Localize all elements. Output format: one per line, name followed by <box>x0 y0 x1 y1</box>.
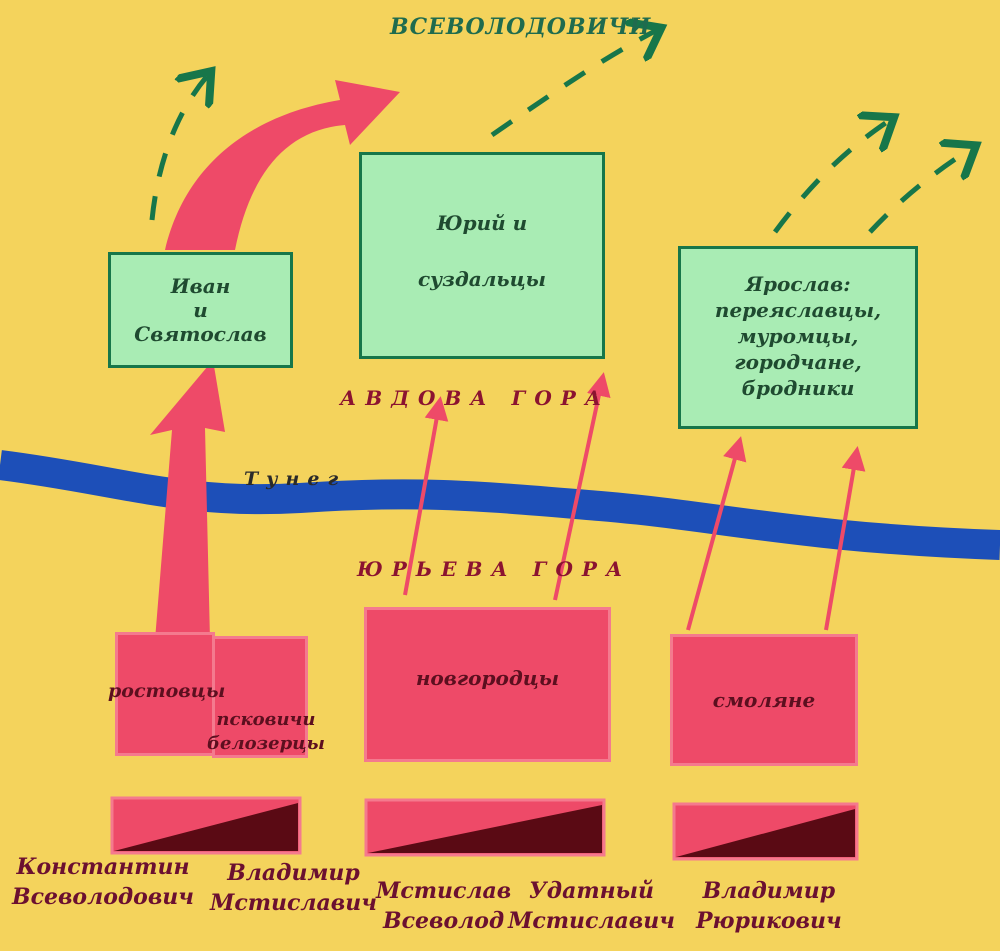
label-smolyane: смоляне <box>712 688 816 712</box>
map-title: ВСЕВОЛОДОВИЧИ <box>390 14 652 40</box>
commander-mstislav-line-2: Всеволод <box>383 908 505 934</box>
label-avdova-gora: АВДОВА ГОРА <box>340 386 611 410</box>
commander-vladimir-m-line-2: Мстиславич <box>210 890 377 916</box>
commander-vladimir-r-line-1: Владимир <box>702 878 836 904</box>
box-yuri-line-1: Юрий и <box>436 211 528 235</box>
retreat-arrow-ivan <box>149 75 208 221</box>
commander-vladimir-m-line-1: Владимир <box>227 860 360 886</box>
box-yuri-line-2: суздальцы <box>417 267 547 291</box>
box-novgorodtsy: новгородцы <box>364 607 611 762</box>
retreat-arrow-yuri <box>490 30 657 138</box>
commander-udatny-mstislavich: Удатный Мстиславич <box>508 876 675 936</box>
big-curved-arrow <box>165 80 400 250</box>
label-pskovichi-belozertsy: псковичи белозерцы <box>207 708 325 756</box>
box-yaroslav-line-3: муромцы, <box>737 324 859 348</box>
river-label: Тунег <box>244 468 347 490</box>
label-yurieva-gora: ЮРЬЕВА ГОРА <box>357 557 632 581</box>
box-yaroslav-line-4: городчане, <box>734 350 862 374</box>
thin-arrow-smolyane-left <box>686 436 747 631</box>
box-ivan-line-3: Святослав <box>134 322 267 346</box>
box-yaroslav-line-5: бродники <box>741 376 855 400</box>
box-yaroslav-line-1: Ярослав: <box>745 272 851 296</box>
commander-udatny-line-1: Удатный <box>528 878 655 904</box>
box-yaroslav: Ярослав: переяславцы, муромцы, городчане… <box>678 246 918 429</box>
box-smolyane: смоляне <box>670 634 858 766</box>
thin-arrow-novgorod-left <box>403 396 449 596</box>
thin-arrow-novgorod-right <box>553 372 611 601</box>
banner-center <box>364 798 606 857</box>
commander-konstantin-line-1: Константин <box>16 854 190 880</box>
label-novgorodtsy: новгородцы <box>415 666 560 690</box>
box-ivan-line-1: Иван <box>170 274 231 298</box>
box-pskovichi <box>212 636 308 758</box>
box-yaroslav-line-2: переяславцы, <box>714 298 882 322</box>
label-belozertsy: белозерцы <box>207 733 325 754</box>
big-straight-arrow <box>150 360 225 640</box>
box-yuri-suzdaltsy: Юрий и суздальцы <box>359 152 605 359</box>
retreat-arrow-yaroslav-left <box>772 120 890 234</box>
commander-konstantin: Константин Всеволодович <box>12 852 194 912</box>
commander-mstislav-line-1: Мстислав <box>376 878 512 904</box>
label-rostovtsy: ростовцы <box>108 680 226 702</box>
commander-vladimir-rurikovich: Владимир Рюрикович <box>696 876 842 936</box>
commander-udatny-line-2: Мстиславич <box>508 908 675 934</box>
commander-vladimir-r-line-2: Рюрикович <box>696 908 842 934</box>
label-pskovichi: псковичи <box>216 709 316 730</box>
banner-right <box>672 802 859 861</box>
retreat-arrow-yaroslav-right <box>868 148 972 234</box>
commander-mstislav-vsevolod: Мстислав Всеволод <box>376 876 511 936</box>
river <box>0 450 1000 560</box>
box-ivan-line-2: и <box>193 298 208 322</box>
box-ivan-svyatoslav: Иван и Святослав <box>108 252 293 368</box>
thin-arrow-smolyane-right <box>824 446 866 631</box>
box-rostovtsy <box>115 632 215 756</box>
commander-vladimir-mstislavich: Владимир Мстиславич <box>210 858 377 918</box>
banner-left <box>110 796 302 855</box>
commander-konstantin-line-2: Всеволодович <box>12 884 195 910</box>
